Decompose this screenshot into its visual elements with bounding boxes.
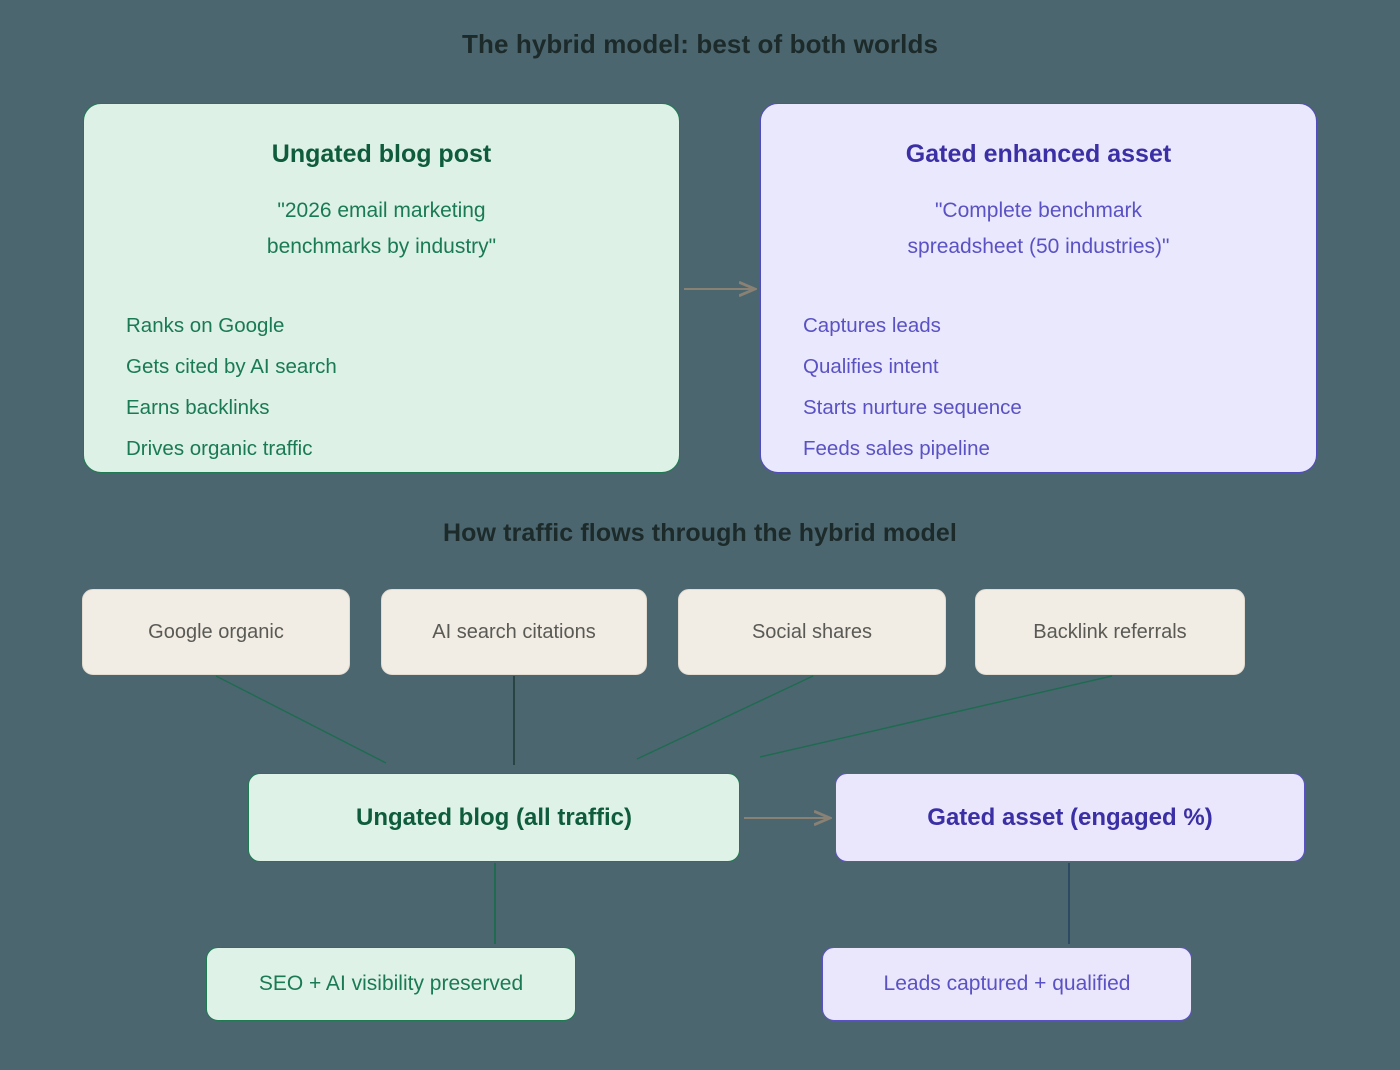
list-item: Starts nurture sequence [803,396,1022,419]
list-item: Captures leads [803,314,941,337]
flow-node-label: Ungated blog (all traffic) [356,803,632,831]
panel-subtitle-line: "Complete benchmark [934,199,1143,222]
connector-google-to-blog [215,675,387,764]
panel-subtitle-ungated: "2026 email marketing benchmarks by indu… [84,193,679,265]
panel-benefit-list-ungated: Ranks on Google Gets cited by AI search … [84,305,679,469]
panel-subtitle-line: benchmarks by industry" [266,235,497,258]
list-item: Feeds sales pipeline [803,437,990,460]
traffic-source-google-organic: Google organic [82,589,350,675]
panel-gated-enhanced-asset: Gated enhanced asset "Complete benchmark… [760,103,1317,473]
outcome-label: Leads captured + qualified [883,972,1131,995]
list-item: Drives organic traffic [126,437,313,460]
panel-ungated-blog-post: Ungated blog post "2026 email marketing … [83,103,680,473]
outcome-seo-visibility: SEO + AI visibility preserved [206,947,576,1021]
list-item: Earns backlinks [126,396,270,419]
flow-node-gated-asset: Gated asset (engaged %) [835,773,1305,862]
connector-social-to-blog [636,675,814,760]
panel-benefit-list-gated: Captures leads Qualifies intent Starts n… [761,305,1316,469]
panel-subtitle-gated: "Complete benchmark spreadsheet (50 indu… [761,193,1316,265]
list-item: Ranks on Google [126,314,285,337]
panel-title-ungated: Ungated blog post [271,140,492,168]
panel-subtitle-line: "2026 email marketing [277,199,486,222]
list-item: Gets cited by AI search [126,355,337,378]
traffic-source-backlink-referrals: Backlink referrals [975,589,1245,675]
flow-node-label: Gated asset (engaged %) [927,803,1213,831]
panel-title-gated: Gated enhanced asset [905,140,1172,168]
traffic-source-social-shares: Social shares [678,589,946,675]
flow-node-ungated-blog: Ungated blog (all traffic) [248,773,740,862]
page-title-hybrid-model: The hybrid model: best of both worlds [461,29,939,59]
traffic-source-ai-search-citations: AI search citations [381,589,647,675]
outcome-label: SEO + AI visibility preserved [258,972,524,995]
section-title-traffic-flow: How traffic flows through the hybrid mod… [443,519,957,547]
connector-backlinks-to-asset [759,675,1113,758]
list-item: Qualifies intent [803,355,939,378]
outcome-leads-captured: Leads captured + qualified [822,947,1192,1021]
panel-subtitle-line: spreadsheet (50 industries)" [907,235,1170,258]
